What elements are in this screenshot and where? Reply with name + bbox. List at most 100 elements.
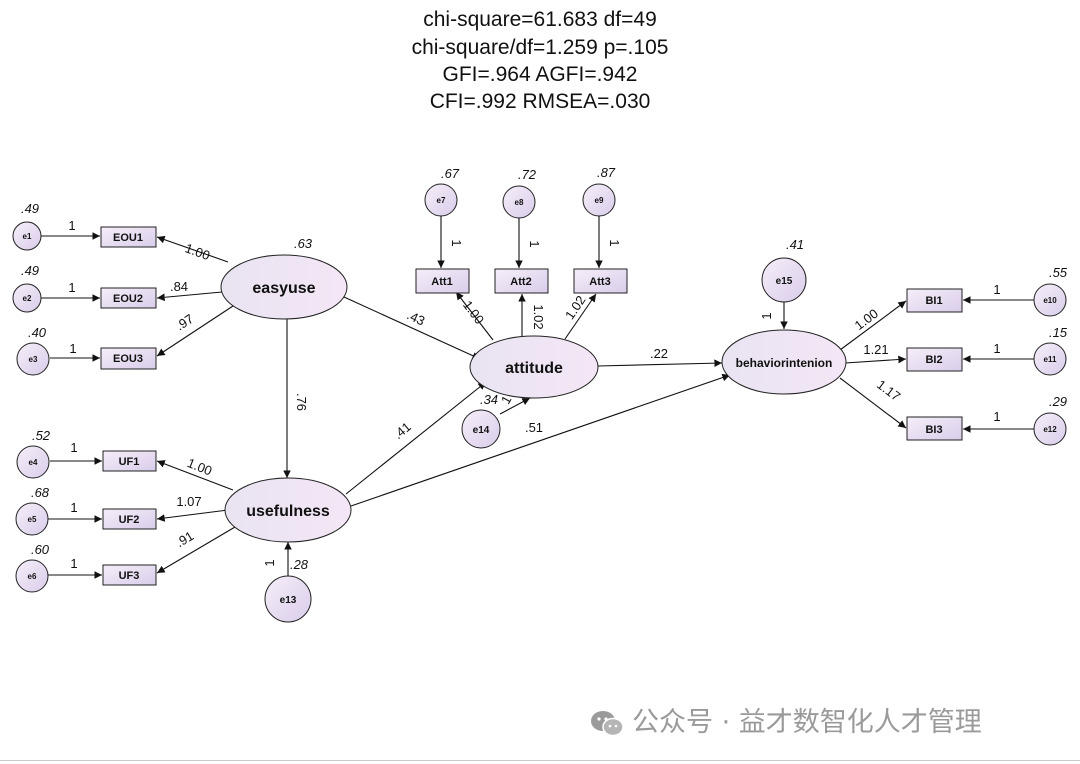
loading-Att2: 1.02 — [531, 304, 546, 329]
variance-e13: .28 — [290, 557, 309, 572]
coef-easyuse-usefulness: .76 — [294, 393, 309, 411]
node-Att3 — [573, 268, 628, 294]
path-usefulness-UF1 — [156, 460, 234, 491]
variance-e14: .34 — [480, 392, 498, 407]
variance-e7: .67 — [441, 166, 460, 181]
fixed-e2: 1 — [68, 280, 75, 295]
observed-nodes: EOU1 EOU2 EOU3 UF1 UF2 UF3 Att1 Att2 Att… — [100, 226, 963, 586]
node-UF2-label: UF2 — [119, 514, 140, 526]
node-e15-label: e15 — [776, 276, 793, 287]
fit-gfi-agfi: GFI=.964 AGFI=.942 — [442, 63, 638, 86]
node-e7 — [424, 183, 458, 217]
path-easyuse-EOU3 — [156, 305, 234, 357]
watermark-text: 公众号 · 益才数智化人才管理 — [632, 707, 982, 738]
fit-cfi-rmsea: CFI=.992 RMSEA=.030 — [429, 90, 651, 113]
loading-UF2: 1.07 — [176, 494, 201, 509]
node-e7-label: e7 — [437, 196, 446, 205]
node-BI1 — [906, 288, 963, 313]
node-UF1-label: UF1 — [119, 456, 140, 468]
path-usefulness-behaviorintenion — [350, 373, 731, 507]
wechat-icon — [591, 710, 624, 736]
variance-e6: .60 — [31, 542, 50, 557]
node-e14-label: e14 — [473, 425, 490, 436]
node-e15 — [761, 257, 807, 303]
path-usefulness-attitude — [345, 381, 487, 495]
fixed-e1: 1 — [68, 218, 75, 233]
path-behaviorintenion-BI2 — [844, 355, 907, 364]
path-usefulness-UF2 — [156, 509, 229, 522]
node-BI2-label: BI2 — [925, 354, 942, 366]
fixed-e5: 1 — [70, 500, 77, 515]
node-e11 — [1033, 342, 1067, 376]
variance-e10: .55 — [1049, 265, 1068, 280]
node-EOU1-label: EOU1 — [113, 232, 143, 244]
node-e8-label: e8 — [515, 198, 524, 207]
node-Att1 — [415, 268, 470, 294]
node-Att2-label: Att2 — [510, 276, 531, 288]
node-e11-label: e11 — [1044, 355, 1057, 364]
node-e14 — [461, 409, 501, 449]
fixed-e15: 1 — [759, 312, 774, 319]
fit-chi-square-ratio: chi-square/df=1.259 p=.105 — [411, 36, 669, 59]
loading-BI1: 1.00 — [852, 306, 881, 333]
node-e2 — [12, 283, 42, 313]
node-e12 — [1033, 412, 1067, 446]
node-EOU3 — [100, 347, 157, 370]
fixed-e12: 1 — [993, 409, 1000, 424]
coef-usefulness-attitude: .41 — [390, 419, 413, 442]
variance-e8: .72 — [518, 167, 537, 182]
path-attitude-Att1 — [455, 291, 494, 341]
variance-e15: .41 — [786, 237, 804, 252]
node-behaviorintenion-label: behaviorintenion — [736, 356, 833, 370]
node-e1 — [12, 221, 42, 251]
node-BI2 — [906, 347, 963, 372]
node-e6-label: e6 — [28, 572, 37, 581]
coef-attitude-behaviorintenion: .22 — [650, 346, 668, 361]
fixed-e4: 1 — [70, 440, 77, 455]
bottom-divider — [0, 760, 1080, 761]
fixed-e10: 1 — [993, 282, 1000, 297]
node-e12-label: e12 — [1043, 425, 1057, 434]
node-e9 — [582, 183, 616, 217]
loading-Att3: 1.02 — [562, 293, 589, 322]
node-Att1-label: Att1 — [431, 276, 452, 288]
path-usefulness-UF3 — [156, 526, 236, 574]
node-e1-label: e1 — [23, 232, 32, 241]
path-behaviorintenion-BI3 — [839, 377, 907, 429]
fit-chi-square: chi-square=61.683 df=49 — [423, 8, 657, 31]
node-e3-label: e3 — [29, 355, 38, 364]
node-BI1-label: BI1 — [925, 295, 942, 307]
fixed-e11: 1 — [993, 341, 1000, 356]
node-e2-label: e2 — [23, 294, 32, 303]
watermark: 公众号 · 益才数智化人才管理 — [590, 700, 1060, 740]
coef-easyuse-attitude: .43 — [405, 307, 428, 328]
node-e10-label: e10 — [1043, 296, 1057, 305]
variance-e12: .29 — [1049, 394, 1067, 409]
loading-BI3: 1.17 — [874, 377, 903, 404]
loading-UF1: 1.00 — [185, 455, 214, 478]
structural-arrows — [283, 296, 731, 507]
path-easyuse-EOU2 — [156, 291, 223, 302]
fixed-e6: 1 — [70, 556, 77, 571]
error-nodes: e1 e2 e3 e4 e5 e6 e7 e8 e9 e10 e11 e12 e… — [12, 183, 1067, 623]
loading-arrows — [156, 235, 907, 574]
fixed-e8: 1 — [527, 240, 542, 247]
node-e5-label: e5 — [28, 515, 37, 524]
loading-BI2: 1.21 — [863, 342, 888, 357]
error-arrows — [40, 216, 1034, 579]
node-BI3 — [906, 416, 963, 441]
variance-e11: .15 — [1049, 325, 1068, 340]
node-e4-label: e4 — [29, 458, 38, 467]
fixed-e7: 1 — [449, 239, 464, 246]
node-e3 — [16, 342, 50, 376]
loading-EOU2: .84 — [170, 279, 188, 294]
path-attitude-behaviorintenion — [597, 359, 723, 368]
node-e8 — [502, 185, 536, 219]
node-Att3-label: Att3 — [589, 276, 610, 288]
fixed-e13: 1 — [262, 559, 277, 566]
node-e6 — [15, 559, 49, 593]
node-Att2 — [494, 268, 549, 294]
variance-easyuse: .63 — [294, 236, 313, 251]
node-e4 — [16, 445, 50, 479]
